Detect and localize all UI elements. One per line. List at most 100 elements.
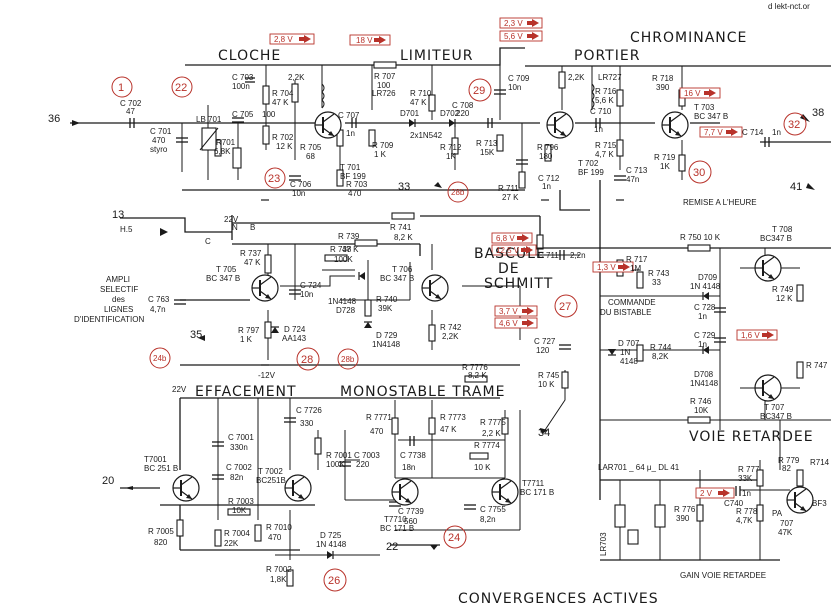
- r711-b: 27 K: [502, 193, 519, 202]
- r745-a: R 745: [538, 371, 560, 380]
- c714-b: 1n: [772, 128, 781, 137]
- r750: R 750 10 K: [680, 233, 721, 242]
- r737-a: R 737: [240, 249, 262, 258]
- c7755-b: 8,2n: [480, 515, 496, 524]
- c728-b: 1n: [698, 312, 707, 321]
- r777-b: 33K: [738, 474, 753, 483]
- title-effacement: EFFACEMENT: [195, 384, 297, 400]
- c711-b: 2,2n: [570, 251, 586, 260]
- r738-b: 100K: [334, 255, 353, 264]
- watermark: d lekt-nct.or: [768, 2, 810, 11]
- r702-b: 12 K: [276, 142, 293, 151]
- d701: D701: [400, 109, 420, 118]
- r715-a: R 715: [595, 141, 617, 150]
- lr726: LR726: [372, 89, 396, 98]
- r7771-b: 470: [370, 427, 384, 436]
- r737-b: 47 K: [244, 258, 261, 267]
- c729-b: 1n: [698, 340, 707, 349]
- c728-a: C 728: [694, 303, 716, 312]
- r718-a: R 718: [652, 74, 674, 83]
- c712-b: 1n: [542, 182, 551, 191]
- t706-b: BC 347 B: [380, 274, 414, 283]
- r712-a: R 712: [440, 143, 462, 152]
- r7010-b: 470: [268, 533, 282, 542]
- r704-a: R 704: [272, 89, 294, 98]
- tp-1: 1: [118, 82, 124, 94]
- t7710-a: T7710: [384, 515, 407, 524]
- pa: PA: [772, 509, 783, 518]
- r701-a: R701: [216, 138, 236, 147]
- r701-b: 6,8K: [214, 147, 231, 156]
- c714-a: C 714: [742, 128, 764, 137]
- d707-c: 4148: [620, 357, 638, 366]
- conn-34: 34: [538, 427, 550, 439]
- r797-b: 1 K: [240, 335, 253, 344]
- c713-a: C 713: [626, 166, 648, 175]
- r747: R 747: [806, 361, 828, 370]
- c7738-b: 18n: [402, 463, 415, 472]
- title-bascule-2: DE: [498, 261, 520, 277]
- r719-b: 1K: [660, 162, 670, 171]
- c703-b: 100n: [232, 82, 250, 91]
- bottom-cut: CONVERGENCES ACTIVES: [458, 591, 659, 603]
- conn-36: 36: [48, 113, 60, 125]
- d725-b: 1N 4148: [316, 540, 347, 549]
- c7003-b: 220: [356, 460, 370, 469]
- tp-28b: 28b: [451, 188, 465, 197]
- r743-a: R 743: [648, 269, 670, 278]
- c763-a: C 763: [148, 295, 170, 304]
- c7002-a: C 7002: [226, 463, 252, 472]
- d725-a: D 725: [320, 531, 342, 540]
- c709-b: 10n: [508, 83, 521, 92]
- tp-23: 23: [268, 173, 280, 185]
- t702-a: T 702: [578, 159, 599, 168]
- c740-b: 1n: [742, 489, 751, 498]
- c708-a: C 708: [452, 101, 474, 110]
- tp-32: 32: [788, 119, 800, 131]
- gain-voie: GAIN VOIE RETARDEE: [680, 571, 766, 580]
- resistors: [176, 61, 804, 587]
- title-chrominance: CHROMINANCE: [630, 30, 747, 46]
- r716-b: 5,6 K: [595, 96, 614, 105]
- c710-b: 1n: [594, 125, 603, 134]
- tp-26: 26: [328, 575, 340, 587]
- d709-b: 1N 4148: [690, 282, 721, 291]
- r7010-a: R 7010: [266, 523, 292, 532]
- r716-a: R 716: [595, 87, 617, 96]
- d-type: 2x1N542: [410, 131, 443, 140]
- r779-a: R 779: [778, 456, 800, 465]
- ampli-2: SELECTIF: [100, 285, 138, 294]
- r778-b: 4,7K: [736, 516, 753, 525]
- tp-29: 29: [473, 85, 485, 97]
- t7001-b: BC 251 B: [144, 464, 178, 473]
- r796-b: 180: [539, 152, 553, 161]
- v-d709: 1,6 V: [741, 331, 760, 340]
- c701-a: C 701: [150, 127, 172, 136]
- switch-n: N: [232, 223, 238, 232]
- lar701: LAR701 _ 64 μ_ DL 41: [598, 463, 680, 472]
- v-portier-2: 5,6 V: [504, 32, 523, 41]
- tp-28: 28: [301, 354, 313, 366]
- r740-b: 39K: [378, 304, 393, 313]
- r705-a: R 705: [300, 143, 322, 152]
- d729-b: 1N4148: [372, 340, 401, 349]
- c702-a: C 702: [120, 99, 142, 108]
- switch-c: C: [205, 237, 211, 246]
- conn-41: 41: [790, 181, 802, 193]
- c7003-a: C 7003: [354, 451, 380, 460]
- d729-a: D 729: [376, 331, 398, 340]
- title-bascule-3: SCHMITT: [484, 276, 553, 292]
- c710-a: C 710: [590, 107, 612, 116]
- conn-20: 20: [102, 475, 114, 487]
- r742-b: 2,2K: [442, 332, 459, 341]
- v-minus12: -12V: [258, 371, 276, 380]
- lb701: LB 701: [196, 115, 222, 124]
- r746-b: 10K: [694, 406, 709, 415]
- c763-b: 4,7n: [150, 305, 166, 314]
- conn-38: 38: [812, 107, 824, 119]
- commande-2: DU BISTABLE: [600, 308, 651, 317]
- r717-b: 1M: [630, 264, 641, 273]
- r796-a: R 796: [537, 143, 559, 152]
- r7773-a: R 7773: [440, 413, 466, 422]
